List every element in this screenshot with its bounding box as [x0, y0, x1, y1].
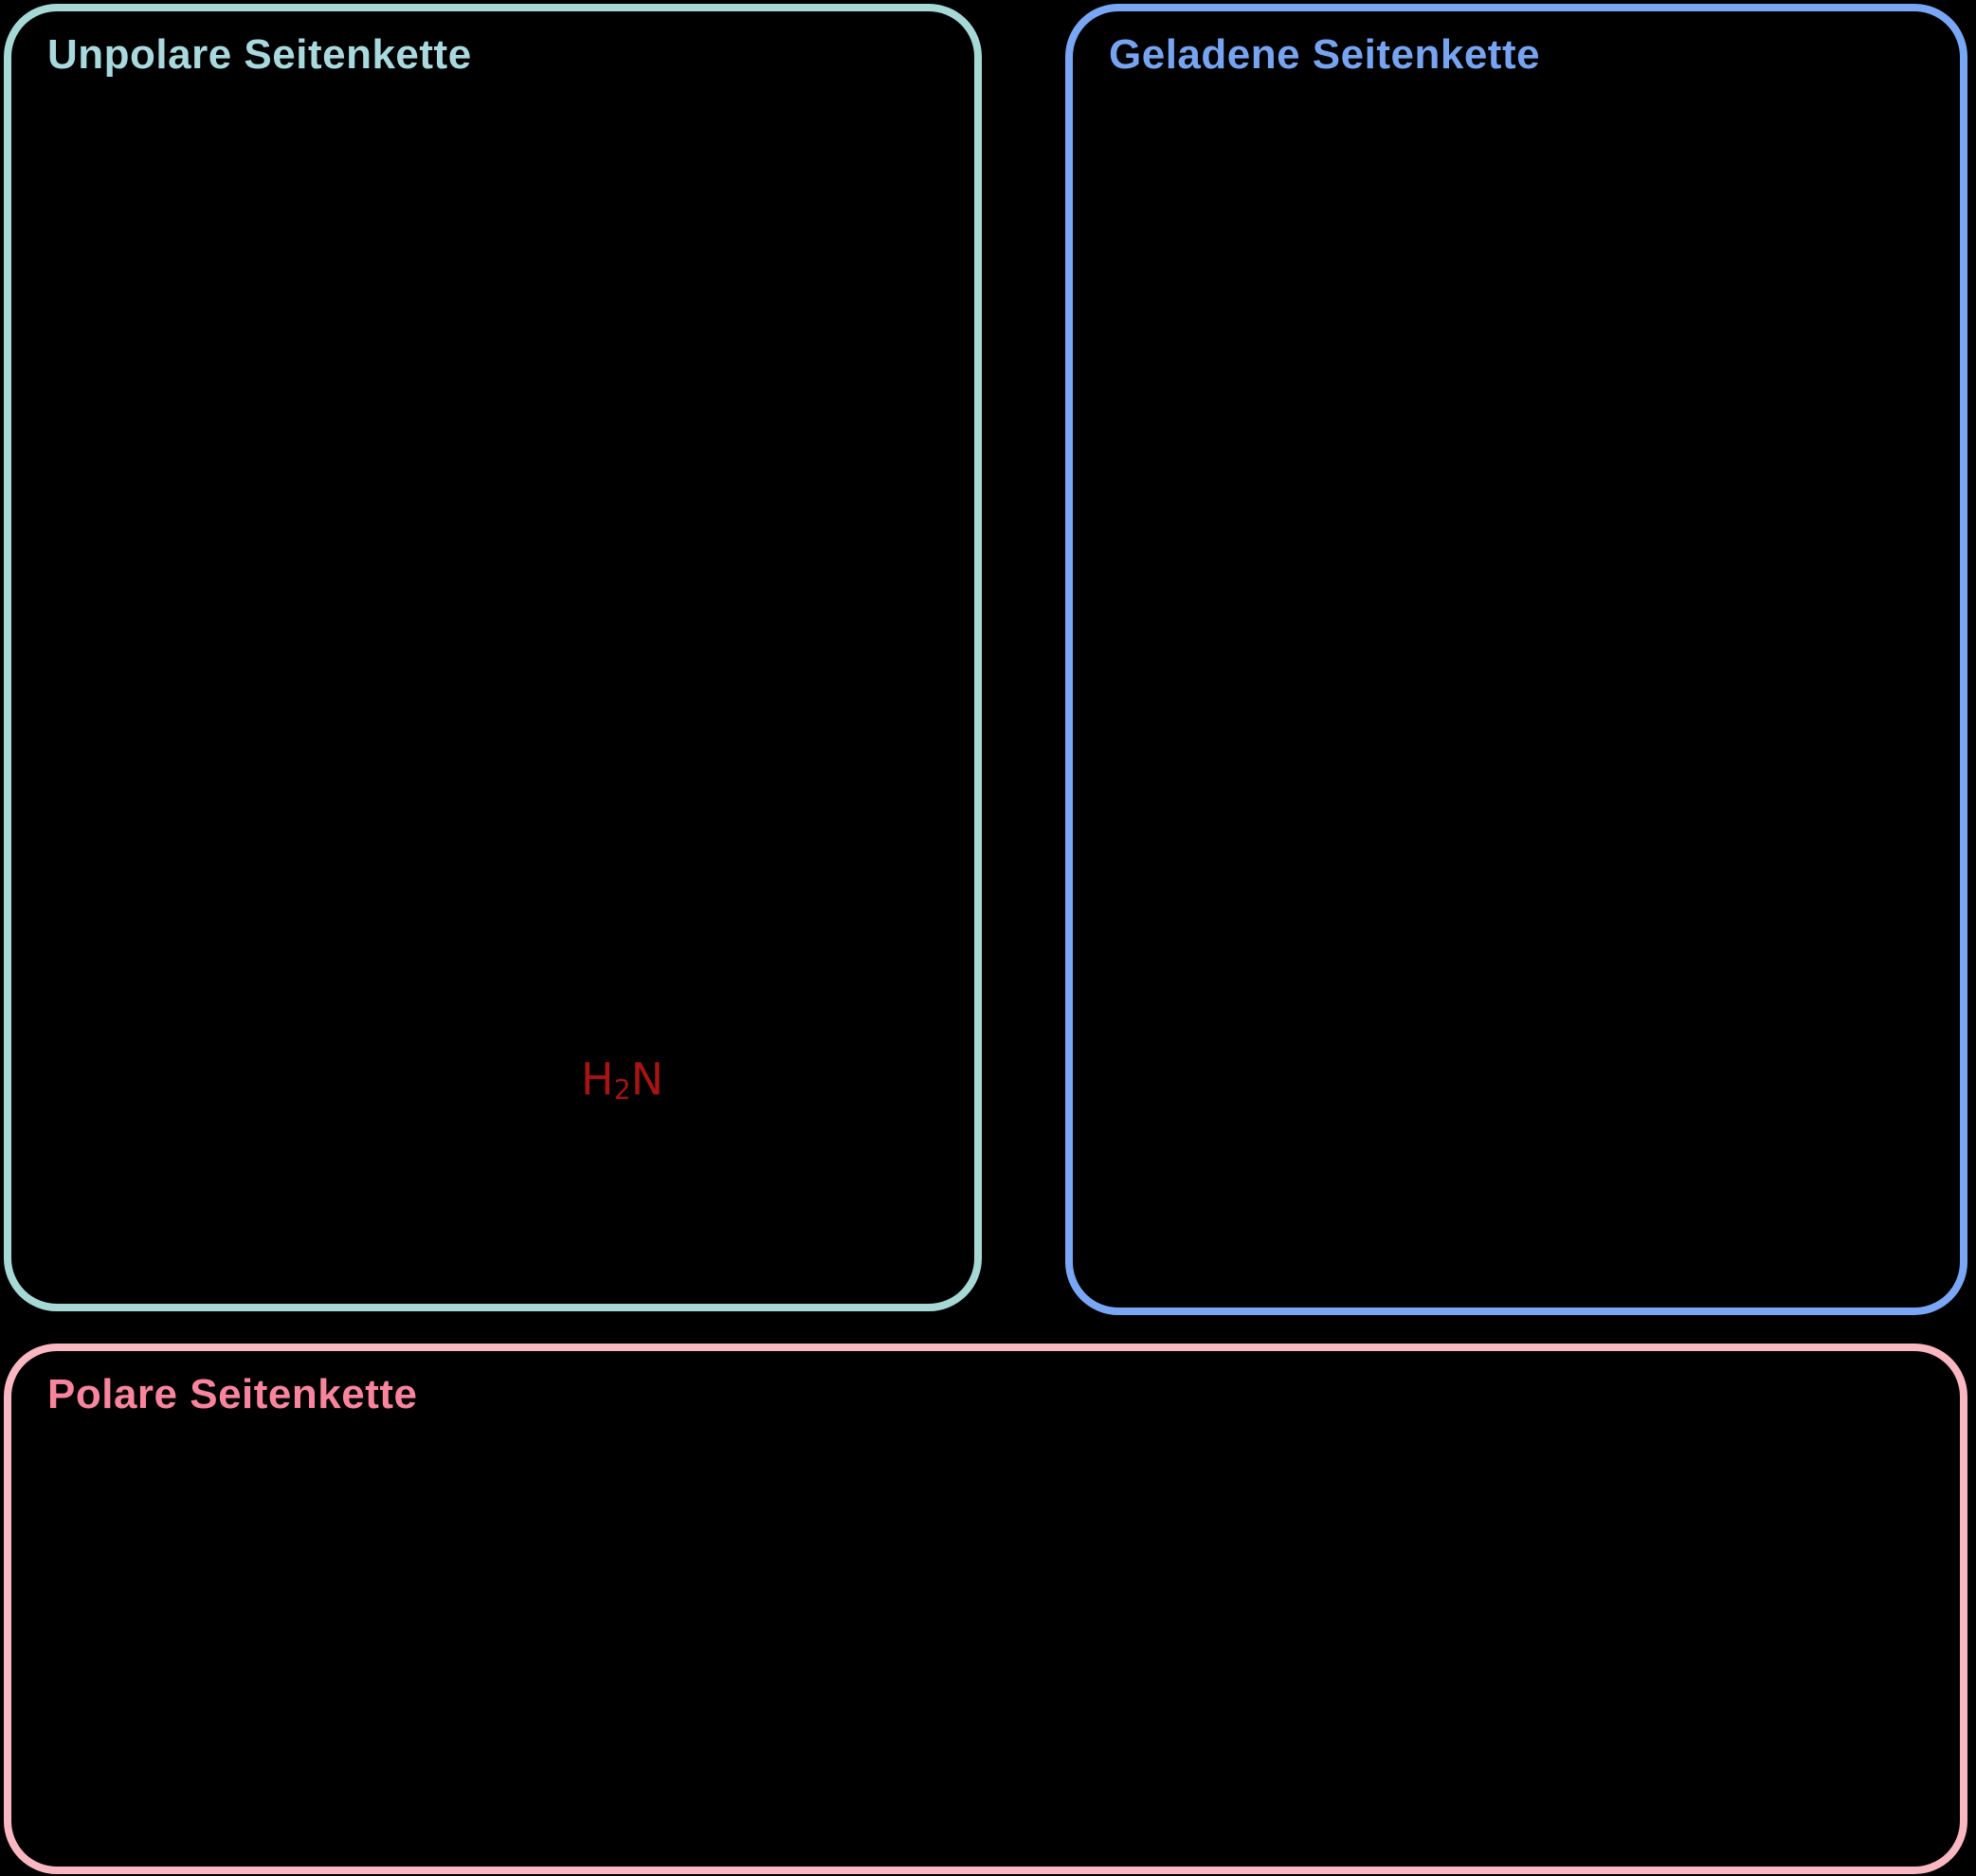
- amine-subscript-2: 2: [613, 1074, 631, 1107]
- panel-title-polare-seitenkette: Polare Seitenkette: [47, 1371, 418, 1417]
- panel-unpolare-seitenkette: Unpolare Seitenkette: [4, 4, 982, 1311]
- panel-polare-seitenkette: Polare Seitenkette: [4, 1344, 1967, 1874]
- panel-title-unpolare-seitenkette: Unpolare Seitenkette: [47, 31, 472, 78]
- panel-geladene-seitenkette: Geladene Seitenkette: [1065, 4, 1967, 1315]
- amine-h-symbol: H: [581, 1054, 614, 1105]
- panel-title-geladene-seitenkette: Geladene Seitenkette: [1109, 31, 1541, 78]
- h2n-amine-group-label: H2N: [581, 1054, 663, 1106]
- amine-n-symbol: N: [630, 1054, 664, 1105]
